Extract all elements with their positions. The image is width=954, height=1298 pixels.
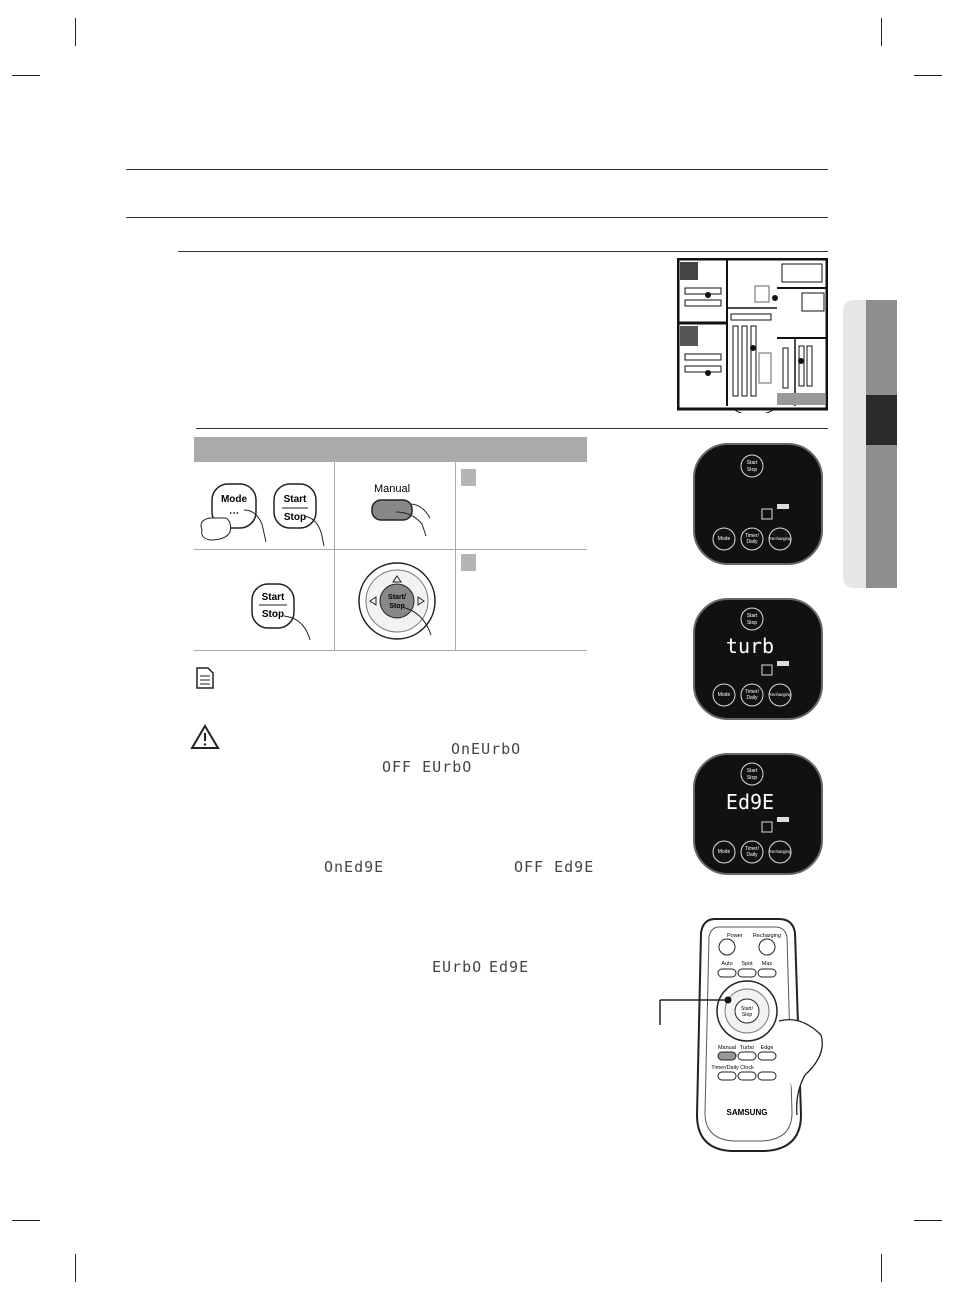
svg-text:Stop: Stop xyxy=(389,603,405,610)
svg-text:Mode: Mode xyxy=(718,536,731,542)
direction-pad-illustration: Start/ Stop xyxy=(358,562,436,640)
step-number-box-1 xyxy=(461,469,476,486)
start-label: Start xyxy=(262,592,285,603)
svg-text:Start/: Start/ xyxy=(741,1006,754,1012)
svg-text:Daily: Daily xyxy=(746,695,758,701)
crop-mark xyxy=(914,75,942,76)
svg-text:Start/: Start/ xyxy=(388,594,406,601)
crop-mark xyxy=(12,75,40,76)
floor-plan-illustration xyxy=(677,258,828,413)
start-stop-illustration: Start Stop xyxy=(251,583,311,641)
section-rule-mid xyxy=(126,217,828,218)
svg-text:Recharging: Recharging xyxy=(753,933,781,939)
svg-text:Manual: Manual xyxy=(718,1045,736,1051)
svg-text:Daily: Daily xyxy=(746,852,758,858)
control-panel-display-3: Start Stop Ed9E Mode Timer/ Daily Rechar… xyxy=(693,753,823,875)
svg-text:Clock: Clock xyxy=(740,1065,754,1071)
mode-start-stop-illustration: Mode ⋯ Start Stop xyxy=(200,483,325,547)
segment-turbo: EUrbO xyxy=(432,958,483,976)
svg-text:Timer/: Timer/ xyxy=(745,689,760,695)
svg-text:Timer/: Timer/ xyxy=(745,846,760,852)
svg-text:Start: Start xyxy=(747,768,758,774)
remote-control-illustration: Power Recharging Auto Spot Max Start/ St… xyxy=(659,918,823,1152)
svg-text:Auto: Auto xyxy=(721,961,732,967)
stop-label: Stop xyxy=(262,609,284,620)
svg-text:Mode: Mode xyxy=(718,692,731,698)
crop-mark xyxy=(12,1220,40,1221)
section-rule-sub xyxy=(178,251,828,252)
segment-on-turbo: OnEUrbO xyxy=(451,740,522,758)
svg-text:Timer/Daily: Timer/Daily xyxy=(711,1065,739,1071)
stop-label: Stop xyxy=(284,512,306,523)
svg-text:Stop: Stop xyxy=(747,620,758,626)
svg-text:Daily: Daily xyxy=(746,539,758,545)
table-col-divider xyxy=(455,462,456,650)
svg-text:Turbo: Turbo xyxy=(740,1045,754,1051)
crop-mark xyxy=(881,18,882,46)
side-tab-strip xyxy=(866,300,897,395)
segment-off-turbo: OFF EUrbO xyxy=(382,758,473,776)
table-header-bar xyxy=(194,437,587,462)
control-panel-display-1: Start Stop Mode Timer/ Daily Recharging xyxy=(693,443,823,565)
svg-text:Recharging: Recharging xyxy=(768,536,792,541)
caution-icon xyxy=(190,724,220,749)
segment-edge: Ed9E xyxy=(489,958,530,976)
manual-button-illustration: Manual xyxy=(371,483,431,537)
crop-mark xyxy=(914,1220,942,1221)
display-turbo-text: turb xyxy=(726,634,774,658)
step-number-box-2 xyxy=(461,554,476,571)
segment-on-edge: OnEd9E xyxy=(324,858,385,876)
svg-text:Recharging: Recharging xyxy=(768,849,792,854)
crop-mark xyxy=(75,1254,76,1282)
start-label: Start xyxy=(284,494,307,505)
segment-off-edge: OFF Ed9E xyxy=(514,858,595,876)
svg-text:⋯: ⋯ xyxy=(229,508,239,519)
display-edge-text: Ed9E xyxy=(726,790,774,814)
side-tab-active xyxy=(866,395,897,445)
svg-text:Mode: Mode xyxy=(718,849,731,855)
table-grid xyxy=(194,462,587,651)
svg-text:Start: Start xyxy=(747,460,758,466)
side-tab-strip xyxy=(866,445,897,588)
section-rule-table xyxy=(196,428,828,429)
brand-logo: SAMSUNG xyxy=(727,1108,768,1117)
manual-label: Manual xyxy=(374,483,410,495)
svg-text:Power: Power xyxy=(727,933,743,939)
mode-button-label: Mode xyxy=(221,494,248,505)
svg-text:Spot: Spot xyxy=(741,961,753,967)
control-panel-display-2: Start Stop turb Mode Timer/ Daily Rechar… xyxy=(693,598,823,720)
svg-text:Start: Start xyxy=(747,613,758,619)
svg-text:Stop: Stop xyxy=(742,1012,753,1018)
svg-text:Stop: Stop xyxy=(747,467,758,473)
crop-mark xyxy=(75,18,76,46)
table-col-divider xyxy=(334,462,335,650)
table-row-divider xyxy=(194,549,587,550)
section-rule-top xyxy=(126,169,828,170)
svg-text:Timer/: Timer/ xyxy=(745,533,760,539)
svg-text:Edge: Edge xyxy=(761,1045,774,1051)
crop-mark xyxy=(881,1254,882,1282)
svg-text:Stop: Stop xyxy=(747,775,758,781)
svg-text:Recharging: Recharging xyxy=(768,692,792,697)
note-icon xyxy=(196,667,214,689)
svg-text:Max: Max xyxy=(762,961,773,967)
